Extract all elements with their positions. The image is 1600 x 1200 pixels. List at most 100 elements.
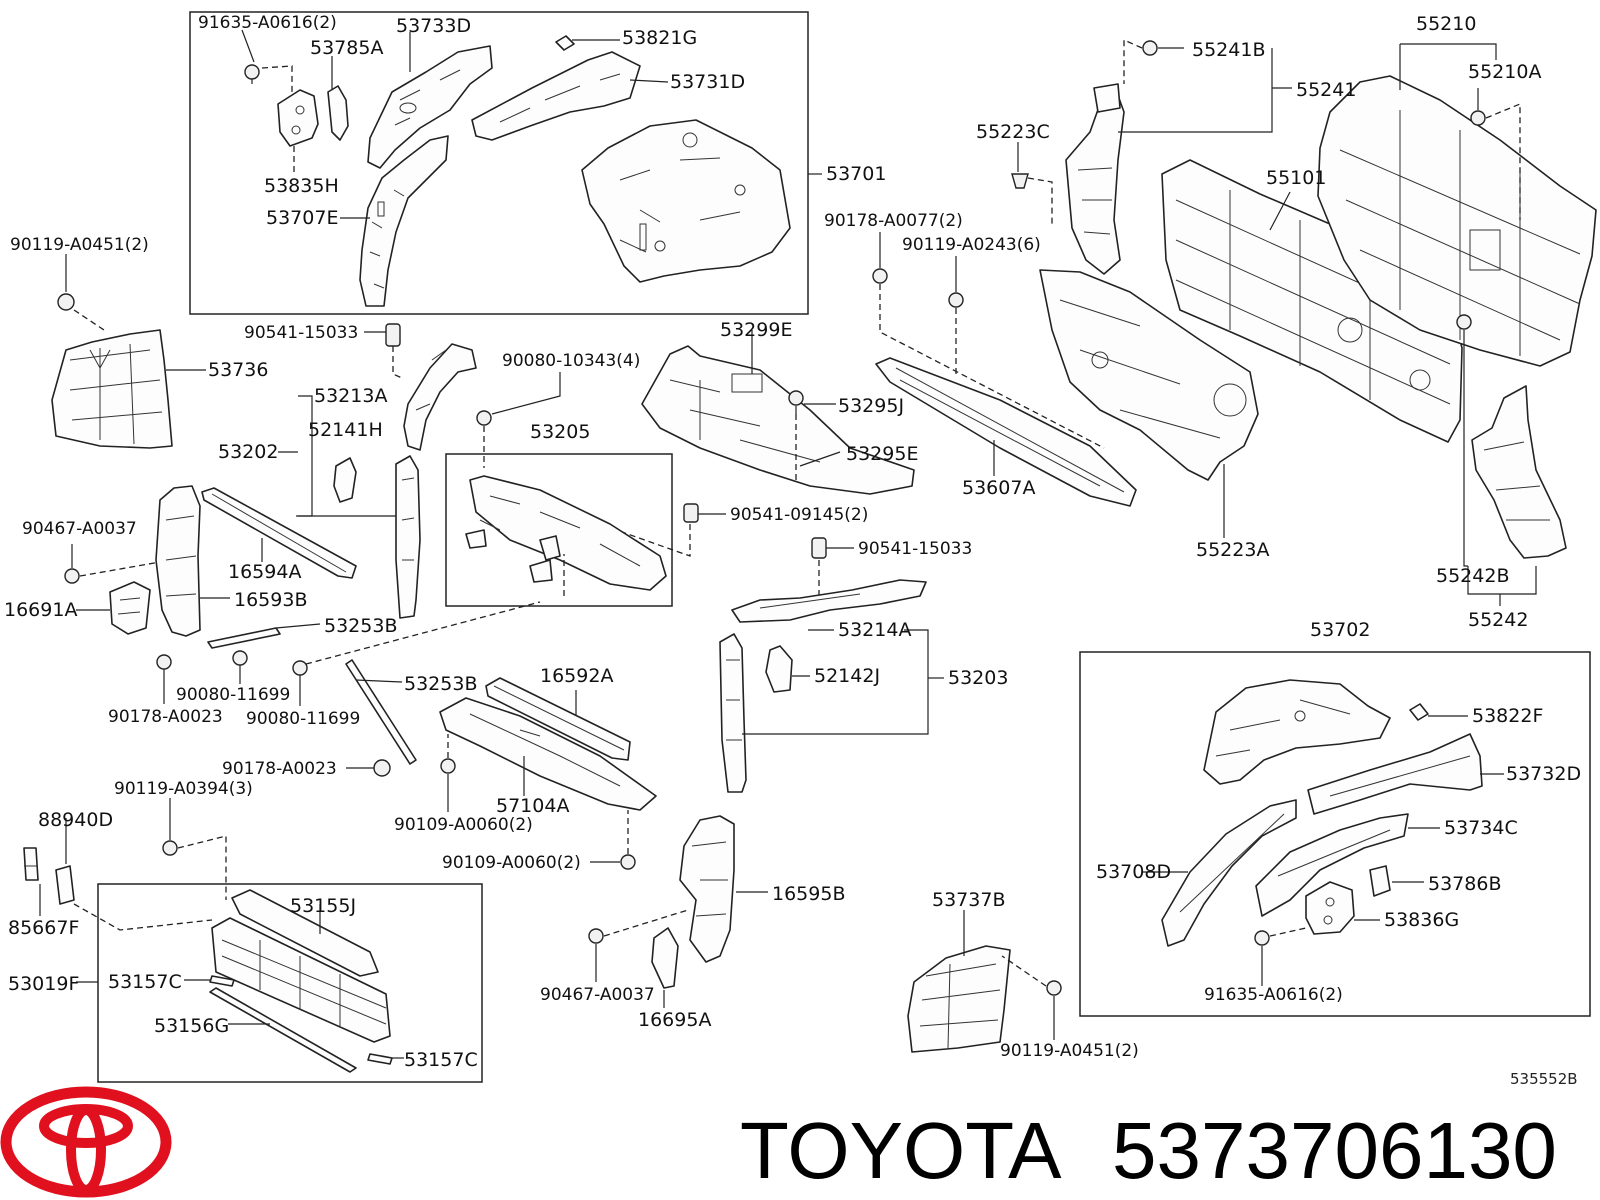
bolt-90541-15033-top <box>385 323 401 347</box>
label-16594a: 16594A <box>228 561 301 583</box>
label-16593b: 16593B <box>234 589 307 611</box>
label-53299e: 53299E <box>720 319 792 341</box>
bolt-90109-a0060-2 <box>620 854 636 870</box>
part-53786b <box>1369 865 1391 897</box>
bolt-55210a <box>1470 110 1486 126</box>
part-16592a <box>485 677 631 761</box>
bolt-90119-a0243 <box>948 292 964 308</box>
part-52141h <box>333 457 357 503</box>
label-90119-a0243: 90119-A0243(6) <box>902 235 1041 255</box>
label-91635-a0616-bottom: 91635-A0616(2) <box>1204 985 1343 1005</box>
label-53253b-1: 53253B <box>324 615 397 637</box>
illustration-code: 535552B <box>1510 1070 1578 1088</box>
label-53203: 53203 <box>948 667 1008 689</box>
label-57104a: 57104A <box>496 795 569 817</box>
label-91635-a0616-top: 91635-A0616(2) <box>198 13 337 33</box>
label-53835h: 53835H <box>264 175 339 197</box>
part-88940d <box>55 865 75 905</box>
label-53737b: 53737B <box>932 889 1005 911</box>
part-55210 <box>1317 75 1597 367</box>
label-53157c-1: 53157C <box>108 971 182 993</box>
bolt-90119-a0451-bottom <box>1046 980 1062 996</box>
part-53732d <box>1307 733 1483 815</box>
bolt-90467-a0037-left <box>64 544 80 584</box>
label-53736: 53736 <box>208 359 268 381</box>
part-53299e <box>641 345 915 495</box>
label-55223a: 55223A <box>1196 539 1269 561</box>
part-53708d <box>1161 799 1297 947</box>
part-16595b <box>679 815 735 963</box>
part-16594a <box>201 487 357 579</box>
part-53157c-1 <box>209 975 235 987</box>
label-16691a: 16691A <box>4 599 77 621</box>
bolt-90178-a0023-2 <box>373 759 391 777</box>
part-16695a <box>651 927 679 989</box>
part-53157c-2 <box>367 1053 393 1065</box>
bolt-55241b <box>1142 40 1158 56</box>
bolt-90080-11699-2 <box>292 660 308 676</box>
label-53701: 53701 <box>826 163 886 185</box>
label-90178-a0023-2: 90178-A0023 <box>222 759 337 779</box>
label-53786b: 53786B <box>1428 873 1501 895</box>
label-90119-a0394: 90119-A0394(3) <box>114 779 253 799</box>
label-53156g: 53156G <box>154 1015 229 1037</box>
part-53214a <box>731 579 927 623</box>
label-16595b: 16595B <box>772 883 845 905</box>
label-53213a: 53213A <box>314 385 387 407</box>
label-90080-10343: 90080-10343(4) <box>502 351 640 371</box>
label-53732d: 53732D <box>1506 763 1581 785</box>
label-52141h: 52141H <box>308 419 383 441</box>
bolt-90119-a0451-left <box>57 254 75 311</box>
label-53202: 53202 <box>218 441 278 463</box>
label-55242b: 55242B <box>1436 565 1509 587</box>
bolt-90080-11699-1 <box>232 650 248 666</box>
part-53156g <box>209 987 357 1073</box>
label-53295j: 53295J <box>838 395 904 417</box>
label-16695a: 16695A <box>638 1009 711 1031</box>
part-55241 <box>1065 83 1125 275</box>
part-53203 <box>719 633 747 793</box>
label-90541-09145: 90541-09145(2) <box>730 505 868 525</box>
part-55223a <box>1039 269 1259 481</box>
part-53253b-upper <box>207 627 281 649</box>
bolt-90178-a0077 <box>872 268 888 284</box>
label-53157c-2: 53157C <box>404 1049 478 1071</box>
part-53607a <box>875 357 1137 507</box>
label-55241: 55241 <box>1296 79 1356 101</box>
label-90080-11699-2: 90080-11699 <box>246 709 360 729</box>
part-53822f <box>1409 703 1429 721</box>
label-53731d: 53731D <box>670 71 745 93</box>
label-16592a: 16592A <box>540 665 613 687</box>
label-53733d: 53733D <box>396 15 471 37</box>
label-90541-15033-top: 90541-15033 <box>244 323 358 343</box>
toyota-logo <box>0 1086 172 1198</box>
label-53734c: 53734C <box>1444 817 1518 839</box>
part-53155j <box>231 889 379 977</box>
part-number: 5373706130 <box>1112 1106 1557 1195</box>
label-53707e: 53707E <box>266 207 338 229</box>
label-90109-a0060-2: 90109-A0060(2) <box>442 853 581 873</box>
label-90080-11699-1: 90080-11699 <box>176 685 290 705</box>
label-90541-15033-mid: 90541-15033 <box>858 539 972 559</box>
part-55242b <box>1471 385 1567 559</box>
group-box-53702 <box>1079 651 1591 1017</box>
label-90119-a0451-bottom: 90119-A0451(2) <box>1000 1041 1139 1061</box>
label-90467-a0037-mid: 90467-A0037 <box>540 985 655 1005</box>
label-90467-a0037-left: 90467-A0037 <box>22 519 137 539</box>
group-box-53701 <box>189 11 809 315</box>
label-90178-a0023-1: 90178-A0023 <box>108 707 223 727</box>
bolt-90080-10343 <box>476 410 492 426</box>
label-55210: 55210 <box>1416 13 1476 35</box>
label-55101: 55101 <box>1266 167 1326 189</box>
label-88940d: 88940D <box>38 809 113 831</box>
bolt-90109-a0060-1 <box>440 758 456 774</box>
label-55210a: 55210A <box>1468 61 1541 83</box>
bolt-90541-15033-mid <box>811 537 827 559</box>
label-53295e: 53295E <box>846 443 918 465</box>
part-85667f <box>23 847 39 881</box>
part-53734c <box>1255 813 1409 917</box>
part-53733d <box>367 45 493 169</box>
label-55241b: 55241B <box>1192 39 1265 61</box>
brand-name: TOYOTA <box>740 1106 1062 1195</box>
